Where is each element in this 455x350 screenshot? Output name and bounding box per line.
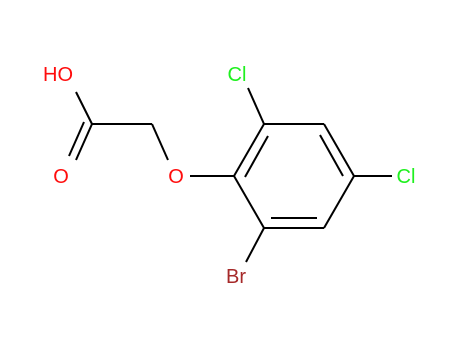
bond-c-o-double-a [75, 123, 93, 161]
atom-label-chlorine-para: Cl [397, 166, 416, 188]
ring-bond-3-4-inner [319, 134, 344, 177]
bond-c-oh [75, 91, 93, 125]
ring-bond-3-4 [323, 123, 355, 177]
bond-c-o-double-b [68, 121, 85, 157]
bond-layer [68, 87, 392, 263]
atom-labels: HO O O Cl Cl Br [43, 64, 415, 288]
ring-bond-6-1 [233, 175, 265, 229]
ring-bond-1-2-inner [244, 135, 269, 178]
atom-label-chlorine-ortho: Cl [228, 64, 247, 86]
ring-bond-1-2 [233, 123, 265, 177]
atom-label-bromine: Br [226, 266, 246, 288]
ring-bond-4-5 [323, 175, 355, 229]
atom-label-ether-oxygen: O [168, 166, 184, 188]
atom-label-carbonyl-oxygen: O [53, 166, 69, 188]
bond-ring-br [245, 227, 265, 263]
bond-ch2-o [151, 123, 169, 161]
bond-ring-cl-ortho [247, 87, 265, 125]
atom-label-hydroxyl: HO [43, 64, 73, 86]
